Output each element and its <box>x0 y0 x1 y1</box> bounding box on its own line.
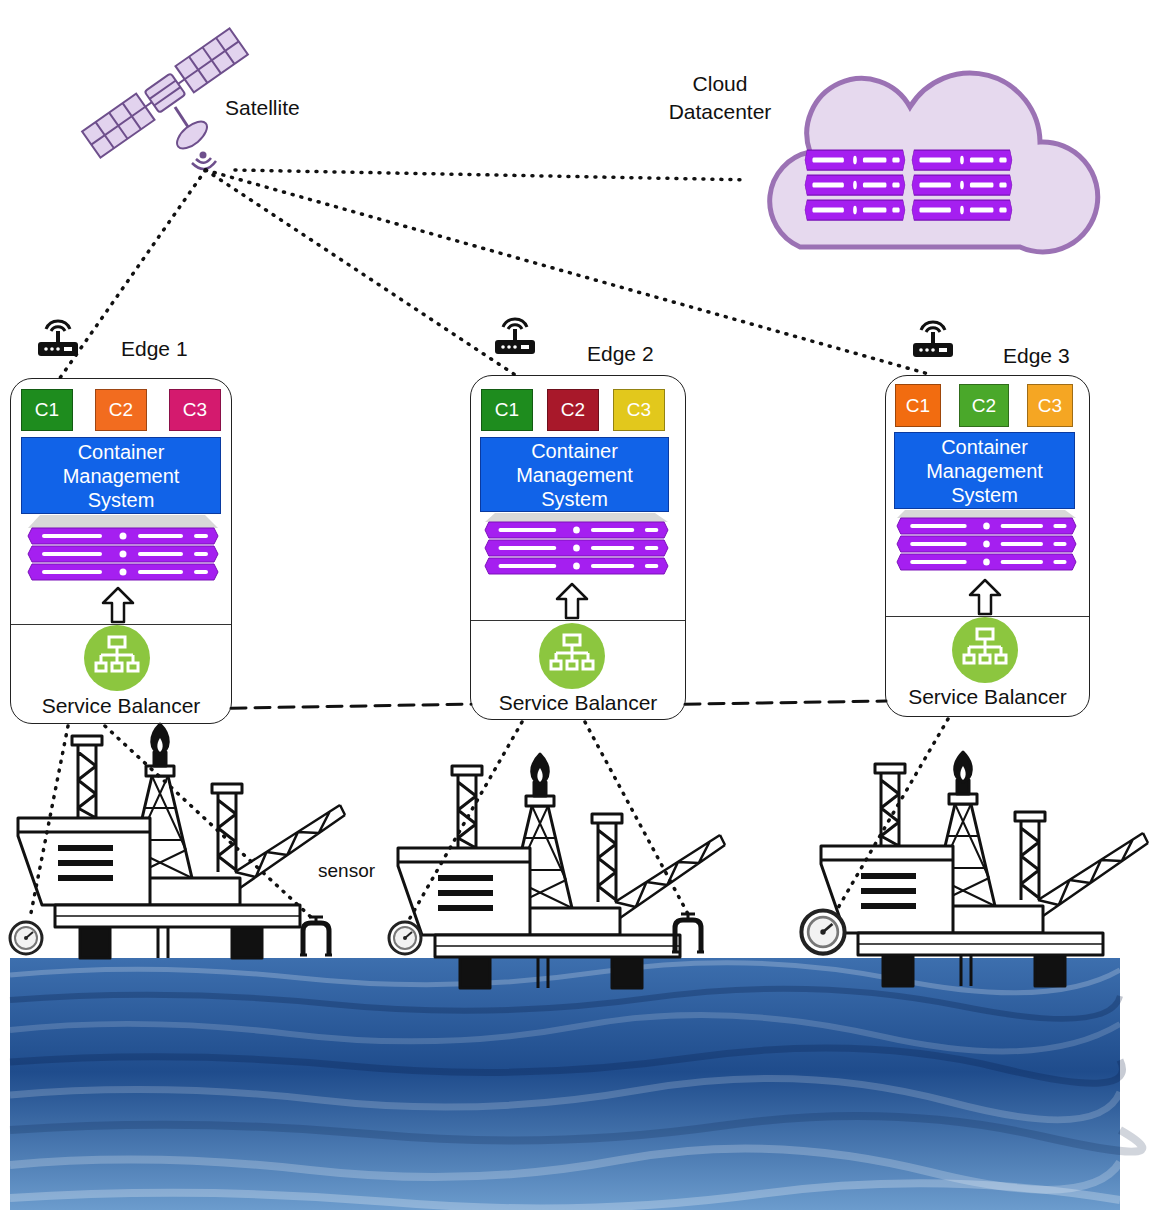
gauge-sensor <box>10 922 42 954</box>
node-text: Container Management System <box>500 439 650 511</box>
container-box: C2 <box>95 389 147 431</box>
up-arrow <box>103 588 133 622</box>
node-text: C2 <box>960 395 1008 417</box>
container-box: C3 <box>169 389 221 431</box>
node-text: Edge 1 <box>121 337 188 361</box>
node-text: C1 <box>896 395 940 417</box>
container-box: C1 <box>895 384 941 427</box>
service-balancer: Service Balancer <box>471 620 685 719</box>
container-box: C1 <box>481 389 533 431</box>
node-text: Service Balancer <box>886 685 1089 709</box>
satellite-node: Satellite <box>80 15 235 170</box>
node-text: C3 <box>170 399 220 421</box>
link-line <box>206 170 516 375</box>
server-bar <box>485 540 668 556</box>
edge-node: Edge 3C1C2C3Container Management SystemS… <box>885 375 1090 717</box>
server-bar <box>897 518 1076 534</box>
server-bar <box>897 536 1076 552</box>
node-text: Service Balancer <box>471 691 685 715</box>
management-box: Container Management System <box>894 432 1075 509</box>
container-box: C2 <box>547 389 599 431</box>
link-line <box>685 701 886 704</box>
rack-top <box>897 510 1076 518</box>
balancer-icon <box>539 623 605 689</box>
node-text: Edge 3 <box>1003 344 1070 368</box>
edge-node: Edge 1C1C2C3Container Management SystemS… <box>10 378 232 724</box>
gauge-sensor <box>389 922 421 954</box>
rack-top <box>28 515 218 528</box>
sea-waves <box>10 963 1142 1209</box>
link-line <box>231 704 471 708</box>
management-box: Container Management System <box>21 437 221 514</box>
router-icon <box>38 321 78 356</box>
balancer-icon <box>84 625 150 691</box>
link-line <box>60 170 206 378</box>
node-text: Container Management System <box>46 440 196 512</box>
valve-sensor <box>300 917 332 955</box>
sensor-label: sensor <box>318 860 375 882</box>
node-text: C2 <box>548 399 598 421</box>
link-line <box>206 170 933 375</box>
sea <box>10 958 1120 1210</box>
cloud-shape <box>740 62 1080 255</box>
node-text: C3 <box>1028 395 1072 417</box>
up-arrow <box>557 584 587 618</box>
edge-node: Edge 2C1C2C3Container Management SystemS… <box>470 375 686 720</box>
server-bar <box>28 564 218 580</box>
oil-rig <box>18 724 345 958</box>
oil-rig <box>398 754 725 988</box>
container-box: C3 <box>613 389 665 431</box>
oil-rig <box>821 752 1148 986</box>
server-bar <box>485 522 668 538</box>
router-icon <box>913 322 953 357</box>
node-text: Edge 2 <box>587 342 654 366</box>
management-box: Container Management System <box>480 437 669 512</box>
node-text: C1 <box>482 399 532 421</box>
node-text: C3 <box>614 399 664 421</box>
server-bar <box>28 546 218 562</box>
link-line <box>235 170 740 180</box>
server-bar <box>28 528 218 544</box>
node-text: Satellite <box>225 96 300 120</box>
sensor-link <box>30 719 948 918</box>
valve-sensor <box>672 914 704 952</box>
router-icon <box>495 319 535 354</box>
service-balancer: Service Balancer <box>11 624 231 723</box>
container-box: C3 <box>1027 384 1073 427</box>
node-text: Container Management System <box>910 435 1060 507</box>
node-text: C1 <box>22 399 72 421</box>
gauge-sensor <box>801 910 844 953</box>
server-bar <box>485 558 668 574</box>
node-text: Service Balancer <box>11 694 231 718</box>
node-text: C2 <box>96 399 146 421</box>
container-box: C1 <box>21 389 73 431</box>
satellite-shape <box>80 15 235 170</box>
rack-top <box>485 513 668 522</box>
cloud-node: Cloud Datacenter <box>740 62 1080 255</box>
service-balancer: Service Balancer <box>886 616 1089 716</box>
balancer-icon <box>952 617 1018 683</box>
up-arrow <box>970 580 1000 614</box>
server-bar <box>897 554 1076 570</box>
container-box: C2 <box>959 384 1009 427</box>
node-text: Cloud Datacenter <box>655 70 785 126</box>
